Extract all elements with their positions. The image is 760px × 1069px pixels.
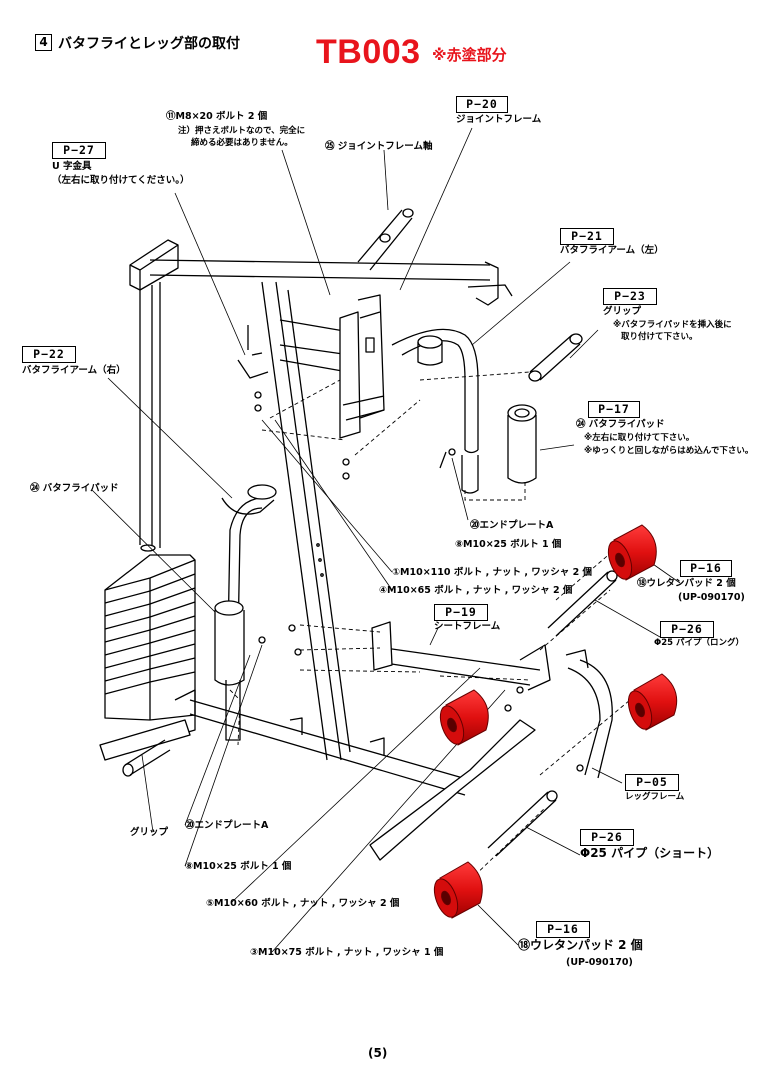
part-name-p22: バタフライアーム（右） — [22, 365, 126, 376]
part-code-p27: P−27 — [52, 142, 106, 159]
butterfly-arm-right — [214, 484, 277, 741]
bolt8-right-label: ⑧M10×25 ボルト 1 個 — [455, 539, 562, 550]
bolt5-label: ⑤M10×60 ボルト , ナット , ワッシャ 2 個 — [206, 898, 400, 909]
part-code-p26-long: P−26 — [660, 621, 714, 638]
leg-frame — [565, 649, 613, 779]
part-name-p21: バタフライアーム（左） — [560, 245, 664, 256]
part-name-p16-top: ⑱ウレタンパッド 2 個 — [637, 578, 736, 589]
bolt8-left-label: ⑧M10×25 ボルト 1 個 — [185, 861, 292, 872]
bolt4-label: ④M10×65 ボルト , ナット , ワッシャ 2 個 — [379, 585, 573, 596]
butterfly-pad-upper — [507, 404, 537, 484]
left-tower — [129, 239, 179, 548]
urethane-pads-red — [433, 524, 678, 919]
hardware — [237, 325, 524, 712]
part-name-p27: U 字金具 — [52, 161, 92, 172]
bolt1-label: ①M10×110 ボルト , ナット , ワッシャ 2 個 — [392, 567, 592, 578]
part-note2-p17: ※ゆっくりと回しながらはめ込んで下さい。 — [584, 446, 754, 456]
bolt11-note-1: 注）押さえボルトなので、完全に — [178, 126, 306, 136]
leader-lines — [91, 127, 681, 953]
part-name-p20: ジョイントフレーム — [456, 114, 542, 125]
part-code-p19: P−19 — [434, 604, 488, 621]
part-code-p23: P−23 — [603, 288, 657, 305]
part-code-p22: P−22 — [22, 346, 76, 363]
part-name-p26-short: Φ25 パイプ（ショート） — [580, 846, 720, 860]
grip-upper — [528, 333, 583, 382]
base-frame — [99, 689, 536, 861]
urethane-pad-4 — [433, 861, 483, 919]
urethane-pad-3 — [439, 689, 489, 746]
weight-stack — [104, 544, 196, 721]
top-beam — [149, 259, 513, 306]
part-note-p27: （左右に取り付けてください。） — [52, 175, 190, 186]
part-name-p19: シートフレーム — [434, 621, 501, 632]
butterfly-arm-left — [391, 328, 479, 494]
part-name-p17: ㉔ バタフライパッド — [576, 419, 665, 430]
part-name-p05: レッグフレーム — [625, 792, 685, 802]
part-name-p26-long: Φ25 パイプ（ロング） — [654, 638, 745, 648]
shaft25-label: ㉕ ジョイントフレーム軸 — [325, 141, 433, 152]
part-code-p21: P−21 — [560, 228, 614, 245]
part-no-p16-bottom: (UP-090170) — [566, 957, 633, 968]
urethane-pad-1 — [607, 524, 657, 581]
endplate-right-label: ⑳エンドプレートA — [470, 520, 554, 531]
page-title: バタフライとレッグ部の取付 — [58, 36, 240, 52]
red-parts-note: ※赤塗部分 — [432, 46, 507, 64]
pipe-long — [547, 570, 618, 637]
bolt3-label: ③M10×75 ボルト , ナット , ワッシャ 1 個 — [250, 947, 444, 958]
part-note1-p17: ※左右に取り付けて下さい。 — [584, 433, 695, 443]
part-no-p16-top: (UP-090170) — [678, 592, 745, 603]
step-number-box: 4 — [35, 34, 52, 51]
butterfly-pad-left-label: ㉔ バタフライパッド — [30, 483, 119, 494]
part-note2-p23: 取り付けて下さい。 — [621, 332, 698, 342]
part-code-p16-bottom: P−16 — [536, 921, 590, 938]
page-number: (5) — [368, 1046, 388, 1060]
part-code-p17: P−17 — [588, 401, 640, 418]
part-code-p26-short: P−26 — [580, 829, 634, 846]
joint-frame — [279, 294, 385, 439]
grip-left-label: グリップ — [130, 827, 169, 838]
part-note1-p23: ※バタフライパッドを挿入後に — [613, 320, 732, 330]
part-name-p16-bottom: ⑱ウレタンパッド 2 個 — [518, 938, 643, 952]
bolt11-note-2: 締める必要はありません。 — [191, 138, 293, 148]
pipe-short — [487, 790, 558, 857]
part-code-p16-top: P−16 — [680, 560, 732, 577]
part-name-p23: グリップ — [603, 306, 642, 317]
seat-frame — [371, 621, 551, 691]
urethane-pad-2 — [627, 673, 678, 731]
alignment-lines — [229, 371, 631, 881]
part-code-p05: P−05 — [625, 774, 679, 791]
model-number: TB003 — [316, 33, 421, 71]
joint-frame-shaft — [357, 208, 414, 271]
part-code-p20: P−20 — [456, 96, 508, 113]
bolt11-label: ⑪M8×20 ボルト 2 個 — [166, 111, 268, 122]
endplate-left-label: ⑳エンドプレートA — [185, 820, 269, 831]
